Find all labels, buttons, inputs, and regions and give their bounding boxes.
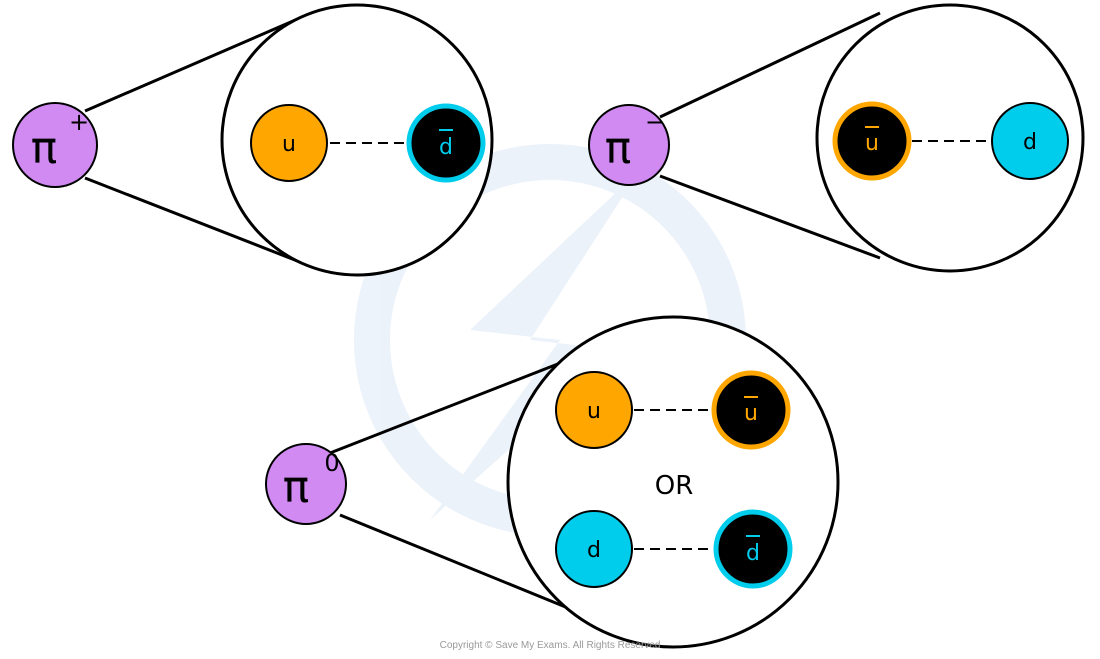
- pi-minus-anti-up-quark-label: u: [865, 131, 879, 156]
- pi-plus-tangent-top: [84, 16, 301, 113]
- pi-minus-symbol: π: [605, 123, 632, 174]
- pi-plus-symbol: π: [31, 123, 58, 174]
- pi-zero-anti-up-quark: [711, 370, 791, 450]
- copyright-notice: Copyright © Save My Exams. All Rights Re…: [439, 640, 661, 651]
- pi-zero-symbol: π: [283, 462, 310, 513]
- pi-zero-charge: 0: [324, 449, 339, 477]
- pi-zero-anti-down-quark: [713, 509, 793, 589]
- pi-zero-down-quark: [555, 510, 633, 588]
- pi-plus-anti-down-quark: [406, 103, 486, 183]
- pi-minus-anti-up-quark: [832, 101, 912, 181]
- pi-minus-group: π − u d: [588, 3, 1085, 273]
- pi-zero-anti-up-quark-label: u: [744, 401, 758, 426]
- pi-plus-anti-down-quark-label: d: [439, 135, 453, 160]
- pi-zero-tangent-top: [329, 358, 569, 455]
- pi-zero-particle: [265, 443, 347, 525]
- pi-zero-down-quark-label: d: [587, 538, 601, 563]
- pi-minus-magnifier-circle: [815, 3, 1085, 273]
- pi-plus-group: π + u d: [12, 3, 494, 277]
- pi-zero-up-quark: [555, 371, 633, 449]
- pi-plus-tangent-bottom: [84, 176, 301, 264]
- pi-zero-tangent-bottom: [339, 513, 569, 610]
- pi-plus-particle: [12, 102, 98, 188]
- pi-minus-down-quark: [991, 102, 1069, 180]
- pi-minus-particle: [588, 104, 670, 186]
- pi-zero-group: π 0 u u OR d d: [265, 315, 840, 649]
- or-label: OR: [655, 471, 694, 501]
- pi-plus-charge: +: [69, 108, 89, 136]
- pi-minus-down-quark-label: d: [1023, 130, 1037, 155]
- pi-plus-up-quark: [250, 104, 328, 182]
- pi-zero-up-quark-label: u: [587, 399, 601, 424]
- pi-plus-magnifier-circle: [220, 3, 494, 277]
- pi-minus-charge: −: [645, 108, 665, 136]
- pi-plus-up-quark-label: u: [282, 132, 296, 157]
- pi-minus-tangent-bottom: [659, 174, 881, 260]
- pi-zero-anti-down-quark-label: d: [746, 541, 760, 566]
- pi-minus-tangent-top: [659, 11, 881, 119]
